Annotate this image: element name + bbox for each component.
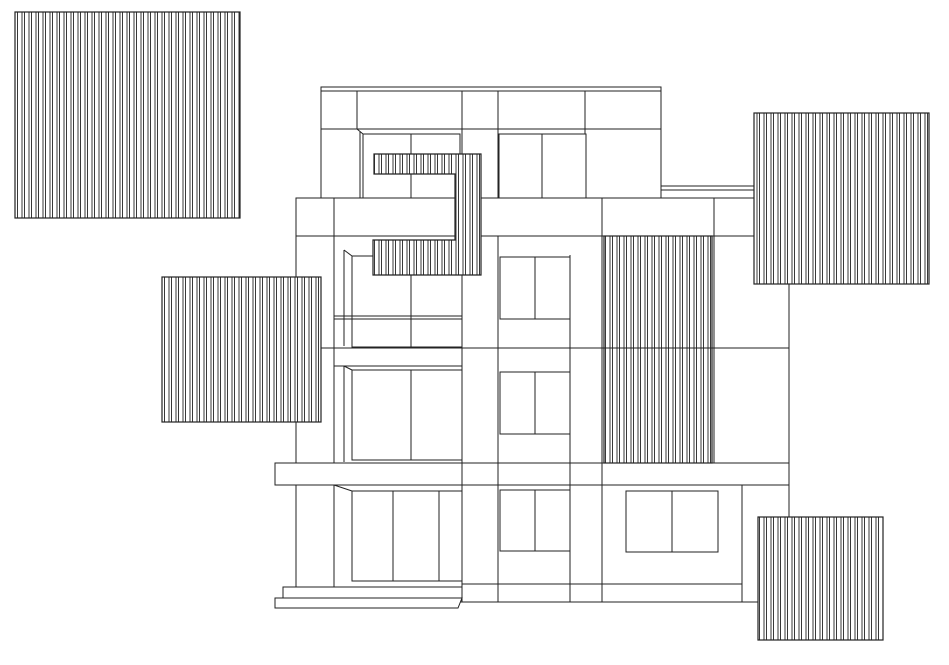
balcony-slab — [274, 462, 463, 486]
facade-hatch-panel — [603, 235, 713, 464]
ground-door — [351, 490, 463, 582]
hatch-panel-z-shape — [372, 153, 482, 276]
main-facade — [274, 197, 790, 609]
hatch-panel-right — [753, 112, 930, 285]
hatch-panel-left — [161, 276, 322, 423]
hatch-panel-top-left — [14, 11, 241, 219]
hatch-panel-bottom-right — [757, 516, 884, 641]
penthouse — [320, 86, 754, 199]
entry-pillar — [295, 484, 335, 588]
entry-step — [282, 586, 463, 599]
entry-step-lower — [274, 597, 463, 609]
balcony-window-2f — [351, 369, 463, 461]
